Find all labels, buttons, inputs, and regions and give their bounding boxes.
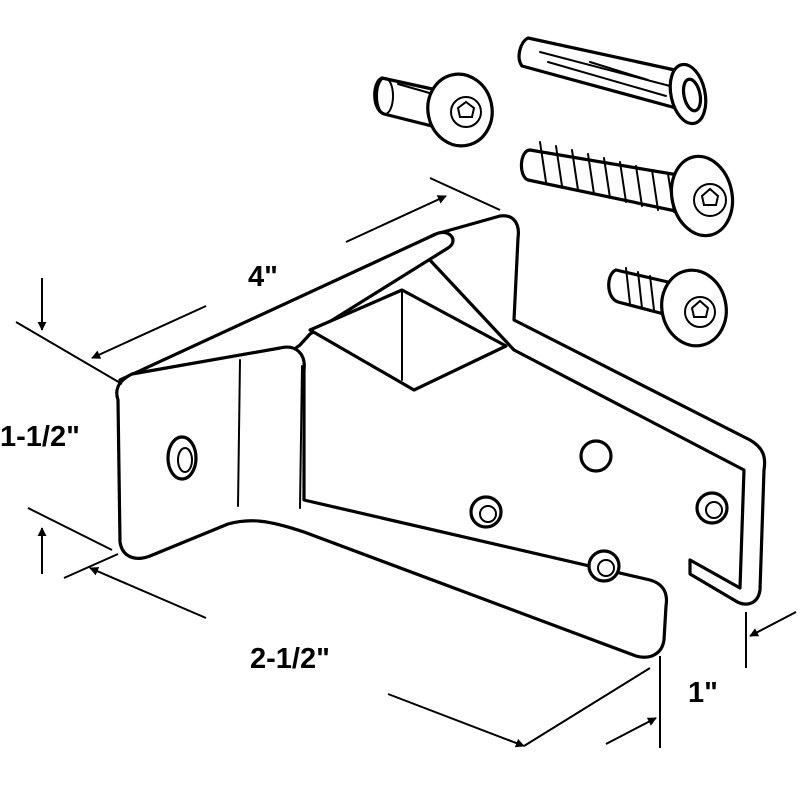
dim-height-1-1-2: 1-1/2" <box>0 278 113 574</box>
wall-anchor <box>517 36 708 126</box>
wood-screw <box>519 141 735 238</box>
label-gap: 1" <box>688 677 718 709</box>
dim-gap-1: 1" <box>605 611 797 748</box>
label-height: 1-1/2" <box>0 421 80 453</box>
label-length: 4" <box>248 261 278 293</box>
machine-screw <box>607 267 728 348</box>
dim-depth-2-1-2: 2-1/2" <box>63 553 651 748</box>
bracket <box>115 214 767 659</box>
label-depth: 2-1/2" <box>250 643 330 675</box>
dim-length-4: 4" <box>15 177 501 385</box>
barrel-nut <box>373 72 494 148</box>
